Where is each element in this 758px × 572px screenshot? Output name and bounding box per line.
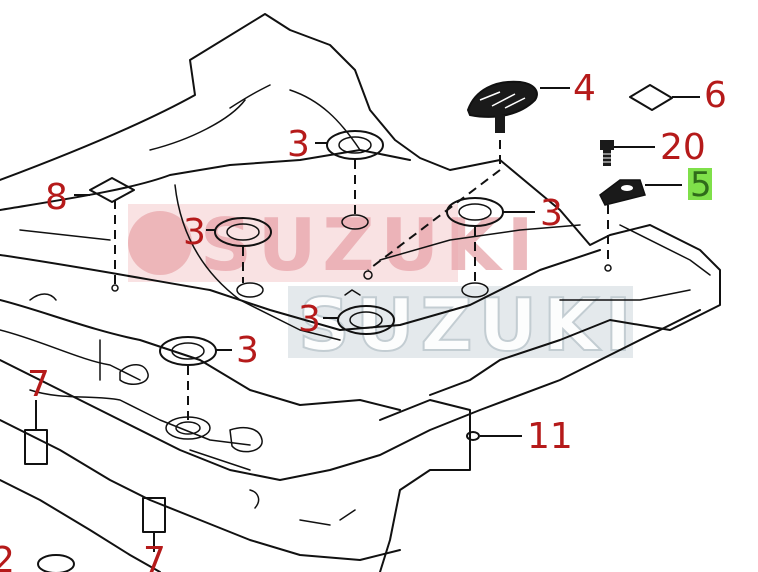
callout-labels: 4 6 20 5 3 3 3 3 3 8 7 7 11 2	[0, 68, 727, 572]
label-pad-8	[89, 177, 135, 203]
floor-pan-outline	[0, 13, 721, 572]
brand-watermark-band	[288, 286, 633, 358]
clip-tab	[344, 289, 361, 296]
grommet-hole	[236, 282, 264, 298]
grommet-hole	[175, 421, 201, 435]
grommet-group	[37, 130, 504, 572]
grommet-3e	[159, 336, 217, 366]
callout-3d: 3	[298, 299, 321, 340]
clip-part-4	[466, 80, 538, 133]
pin-part-11	[466, 431, 480, 441]
grommet-3d	[337, 305, 395, 335]
callout-20: 20	[660, 127, 706, 168]
grommet-hole	[461, 282, 489, 298]
grommet-3a	[326, 130, 384, 160]
callout-6: 6	[704, 75, 727, 116]
callout-2: 2	[0, 540, 15, 572]
grommet-3b	[214, 217, 272, 247]
callout-3e: 3	[236, 330, 259, 371]
bracket-part-5	[599, 179, 646, 206]
clip-hole	[363, 270, 373, 280]
callout-3a: 3	[287, 124, 310, 165]
bolt-part-20	[600, 140, 614, 166]
callout-4: 4	[573, 68, 596, 109]
mascot-watermark-icon	[128, 211, 192, 275]
grommet-hole	[341, 214, 369, 230]
leader-lines	[35, 87, 700, 552]
clip-hole	[111, 284, 119, 292]
grommet-partial	[37, 554, 75, 572]
callout-3b: 3	[183, 212, 206, 253]
callout-8: 8	[45, 177, 68, 218]
callout-11: 11	[527, 416, 573, 457]
pad-7-right	[142, 497, 166, 533]
install-lines	[114, 140, 609, 420]
callout-7a: 7	[27, 364, 50, 405]
callout-7b: 7	[143, 540, 166, 572]
clip-hole	[604, 264, 612, 272]
label-pad-6	[629, 84, 673, 111]
callout-5: 5	[690, 165, 712, 205]
callout-5-highlight	[688, 168, 712, 200]
grommet-hole	[165, 416, 211, 440]
callout-3c: 3	[540, 193, 563, 234]
